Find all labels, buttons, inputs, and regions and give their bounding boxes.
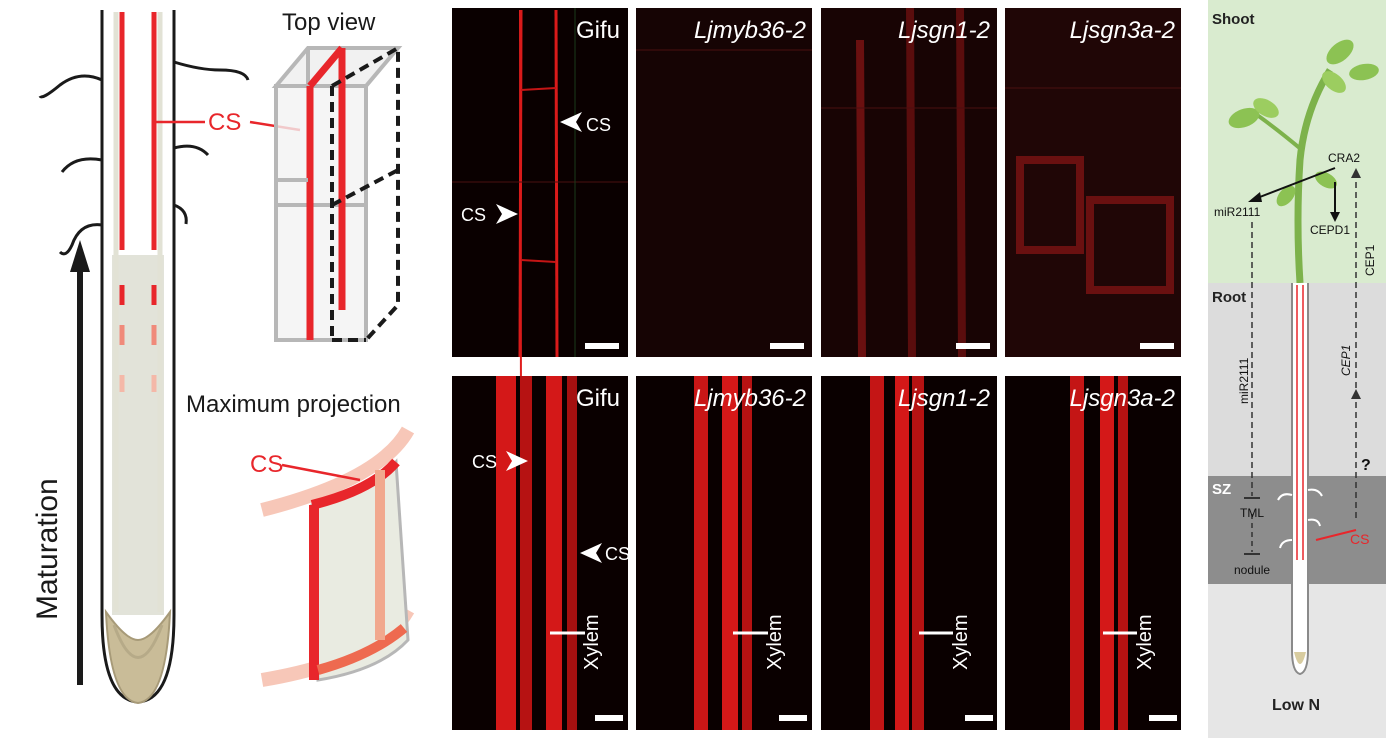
micrograph-bottom-sgn3a [1005, 376, 1181, 730]
root-label: Root [1212, 289, 1246, 306]
cs-arrowhead-icon [506, 451, 528, 471]
panel-title-bottom-4: Ljsgn3a-2 [1070, 385, 1175, 412]
max-projection-cs-label: CS [250, 451, 283, 478]
mir2111-shoot-label: miR2111 [1214, 205, 1261, 219]
max-projection-title: Maximum projection [186, 391, 401, 418]
xylem-label: Xylem [950, 614, 972, 670]
top-view-diagram: Top view [271, 9, 403, 342]
mir2111-root-label: miR2111 [1237, 357, 1251, 404]
micrograph-top-myb36 [636, 8, 812, 357]
root-elongation-zone [112, 255, 164, 615]
micrograph-bottom-myb36 [636, 376, 812, 730]
micrograph-top-sgn1 [821, 7, 997, 358]
root-hair [38, 74, 103, 99]
panel-title-top-1: Gifu [576, 17, 620, 44]
plant-stem [1294, 68, 1333, 284]
nodule-label: nodule [1234, 563, 1270, 577]
panel-title-top-3: Ljsgn1-2 [898, 17, 990, 44]
model-root [1291, 283, 1309, 676]
cep1-shoot-label: CEP1 [1363, 244, 1377, 276]
cs-arrow-label: CS [461, 205, 486, 225]
micrograph-grid: Gifu Ljmyb36-2 Ljsgn1-2 Ljsgn3a-2 Gifu L… [452, 7, 1181, 730]
cra2-label: CRA2 [1328, 151, 1360, 165]
condition-label: Low N [1272, 697, 1320, 714]
leaf [1326, 39, 1354, 65]
root-hair [60, 157, 103, 173]
cep1-root-label: CEP1 [1339, 345, 1353, 376]
root-hair [58, 223, 103, 256]
panel-title-top-2: Ljmyb36-2 [694, 17, 806, 44]
arrow-head-icon [70, 240, 90, 272]
root-hair [173, 60, 250, 81]
max-projection-diagram: Maximum projection CS [186, 391, 415, 687]
root-hair [173, 203, 188, 225]
cs-arrow-label: CS [586, 115, 611, 135]
leaf [1322, 71, 1346, 93]
micrograph-bottom-gifu [452, 376, 628, 730]
leaf [1253, 98, 1279, 118]
question-mark: ? [1361, 457, 1371, 474]
panel-title-top-4: Ljsgn3a-2 [1070, 17, 1175, 44]
micrograph-top-sgn3a [1005, 8, 1181, 357]
root-hair [173, 144, 210, 157]
maturation-label: Maturation [31, 478, 64, 620]
cs-arrow-label: CS [472, 452, 497, 472]
xylem-label: Xylem [764, 614, 786, 670]
cs-arrowhead-icon [580, 543, 602, 563]
cs-arrowhead-icon [560, 112, 582, 132]
xylem-label: Xylem [581, 614, 603, 670]
panel-title-bottom-3: Ljsgn1-2 [898, 385, 990, 412]
cs-model-label: CS [1350, 531, 1369, 547]
xylem-label: Xylem [1134, 614, 1156, 670]
panel-title-bottom-2: Ljmyb36-2 [694, 385, 806, 412]
cs-arrowhead-icon [496, 204, 518, 224]
leaf [1349, 63, 1379, 81]
leaf [1315, 171, 1337, 189]
cs-label: CS [208, 109, 241, 136]
panel-title-bottom-1: Gifu [576, 385, 620, 412]
root-schematic: CS Maturation [31, 10, 301, 705]
leaf [1276, 185, 1296, 207]
model-panel: Shoot Root SZ CRA2 m [1208, 0, 1386, 738]
cs-arrow-label: CS [605, 544, 630, 564]
leaf [1228, 107, 1260, 129]
cepd1-label: CEPD1 [1310, 223, 1350, 237]
tml-label: TML [1240, 506, 1264, 520]
sz-label: SZ [1212, 481, 1231, 498]
top-view-title: Top view [282, 9, 376, 36]
shoot-label: Shoot [1212, 11, 1255, 28]
micrograph-bottom-sgn1 [821, 376, 997, 730]
micrograph-top-gifu [452, 8, 628, 401]
